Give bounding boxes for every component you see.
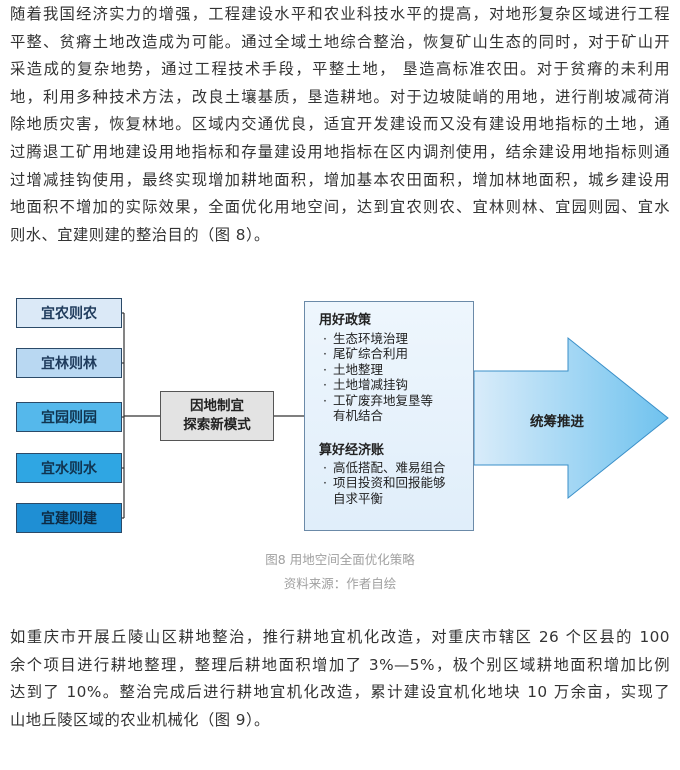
text-line: 过增减挂钩使用，最终实现增加耕地面积，增加基本农田面积，增加林地面积，城乡建设用 [10,170,670,189]
bullet-text: 工矿废弃地复垦等 [333,392,434,408]
text-line: 除地质灾害，恢复林地。区域内交通优良，适宜开发建设而又没有建设用地指标的土地，通 [10,115,670,134]
bullet-item: · 土地增减挂钩 [323,377,433,392]
bullet-text-continued: 自求平衡 [333,490,384,506]
bullet-dot: · [323,346,327,362]
bullet-item: · 生态环境治理 [323,331,433,346]
figure-source: 资料来源：作者自绘 [283,576,397,591]
box-orchard: 宜园则园 [16,402,122,432]
bullet-text: 高低搭配、难易组合 [333,460,446,475]
policy-title: 用好政策 [319,313,372,328]
bullet-item: · 尾矿综合利用 [323,346,433,361]
text-line: 则水、宜建则建的整治目的（图 8）。 [10,225,270,244]
bullet-dot: · [323,361,327,377]
bullet-item: · 高低搭配、难易组合 [323,460,446,475]
policy-box: 用好政策 · 生态环境治理 · 尾矿综合利用 · 土地整理 · 土地增减挂钩 · 工矿废弃地复垦等… [304,301,474,531]
box-farmland: 宜农则农 [16,298,122,328]
text-line: 采造成的复杂地势，通过工程技术手段，平整土地， 垦造高标准农田。对于贫瘠的未利用 [10,60,670,79]
bullet-dot: · [323,475,327,491]
connector-lines [122,312,669,519]
bullet-text: 生态环境治理 [333,331,409,346]
bullet-text: 项目投资和回报能够 [333,475,446,491]
text-line: 如重庆市开展丘陵山区耕地整治，推行耕地宜机化改造，对重庆市辖区 26 个区县的 … [10,628,670,646]
economy-title: 算好经济账 [319,443,385,458]
bullet-text: 尾矿综合利用 [333,346,409,362]
text-line: 平整、贫瘠土地改造成为可能。通过全域土地综合整治，恢复矿山生态的同时，对于矿山开 [10,32,670,51]
bullet-text-continued: 有机结合 [333,408,384,424]
policy-list: · 生态环境治理 · 尾矿综合利用 · 土地整理 · 土地增减挂钩 · 工矿废弃地复垦等有机结合 [323,331,433,423]
bullet-dot: · [323,392,327,408]
body-paragraph-1: 随着我国经济实力的增强，工程建设水平和农业科技水平的提高，对地形复杂区域进行工程… [10,1,670,249]
bullet-item: · 项目投资和回报能够自求平衡 [323,475,446,506]
arrow-label: 统筹推进 [530,414,584,430]
progress-arrow [473,336,669,500]
bullet-dot: · [323,460,327,475]
bullet-item: · 土地整理 [323,362,433,377]
box-water: 宜水则水 [16,453,122,483]
body-paragraph-2: 如重庆市开展丘陵山区耕地整治，推行耕地宜机化改造，对重庆市辖区 26 个区县的 … [10,624,670,734]
bullet-item: · 工矿废弃地复垦等有机结合 [323,393,433,424]
center-box: 因地制宜 探索新模式 [160,391,274,441]
text-line: 山地丘陵区域的农业机械化（图 9）。 [10,710,270,729]
text-line: 余个项目进行耕地整理，整理后耕地面积增加了 3%—5%，极个别区域耕地面积增加比… [10,655,670,674]
box-forest: 宜林则林 [16,348,122,378]
center-line-2: 探索新模式 [183,417,251,433]
text-line: 达到了 10%。整治完成后进行耕地宜机化改造，累计建设宜机化地块 10 万余亩，… [10,683,670,702]
text-line: 地面积不增加的实际效果，全面优化用地空间，达到宜农则农、宜林则林、宜园则园、宜水 [10,198,670,217]
box-construction: 宜建则建 [16,503,122,533]
figure-caption: 图8 用地空间全面优化策略 [265,552,415,567]
text-line: 过腾退工矿用地建设用地指标和存量建设用地指标在区内调剂使用，结余建设用地指标则通 [10,142,670,161]
bullet-text: 土地增减挂钩 [333,377,409,393]
economy-list: · 高低搭配、难易组合 · 项目投资和回报能够自求平衡 [323,460,446,506]
bullet-text: 土地整理 [333,361,384,377]
text-line: 地，利用多种技术方法，改良土壤基质，垦造耕地。对于边坡陡峭的用地，进行削坡减荷消 [10,87,670,106]
text-line: 随着我国经济实力的增强，工程建设水平和农业科技水平的提高，对地形复杂区域进行工程 [10,5,670,23]
center-line-1: 因地制宜 [190,398,244,414]
bullet-dot: · [323,377,327,393]
bullet-dot: · [323,331,327,346]
figure-8-diagram: 宜农则农 宜林则林 宜园则园 宜水则水 宜建则建 因地制宜 探索新模式 用好政策… [0,286,680,536]
